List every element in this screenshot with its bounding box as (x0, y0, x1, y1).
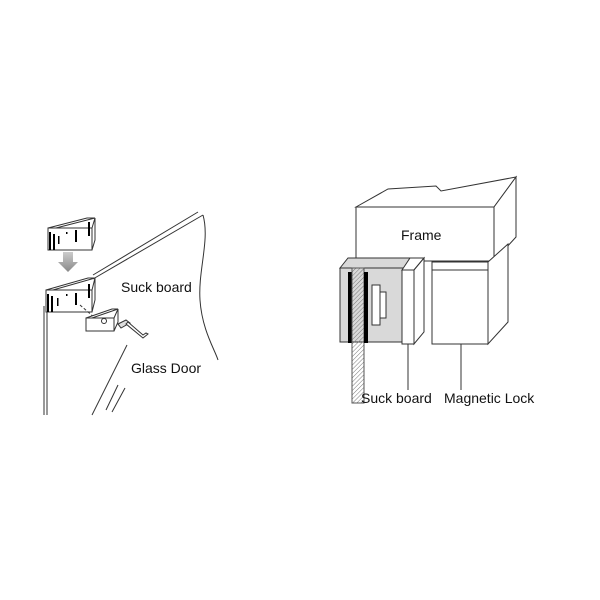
screw-icon (117, 319, 131, 329)
label-magnetic-lock: Magnetic Lock (444, 390, 535, 406)
label-frame: Frame (401, 227, 442, 243)
suck-board-piece (401, 269, 415, 345)
magnetic-lock-block-mounted (45, 277, 96, 313)
label-suck-board-right: Suck board (361, 390, 432, 406)
hex-key-icon (125, 321, 149, 339)
frame-top-face (354, 176, 518, 208)
magnetic-lock-body (431, 261, 489, 345)
left-diagram (43, 211, 219, 416)
suck-board-plate (85, 308, 119, 332)
magnetic-lock-block-exploded (47, 217, 96, 251)
frame-block (355, 206, 495, 262)
label-glass-door: Glass Door (131, 360, 202, 376)
arrow-down-icon (58, 252, 78, 272)
label-suck-board-left: Suck board (121, 279, 192, 295)
right-diagram (338, 175, 518, 404)
